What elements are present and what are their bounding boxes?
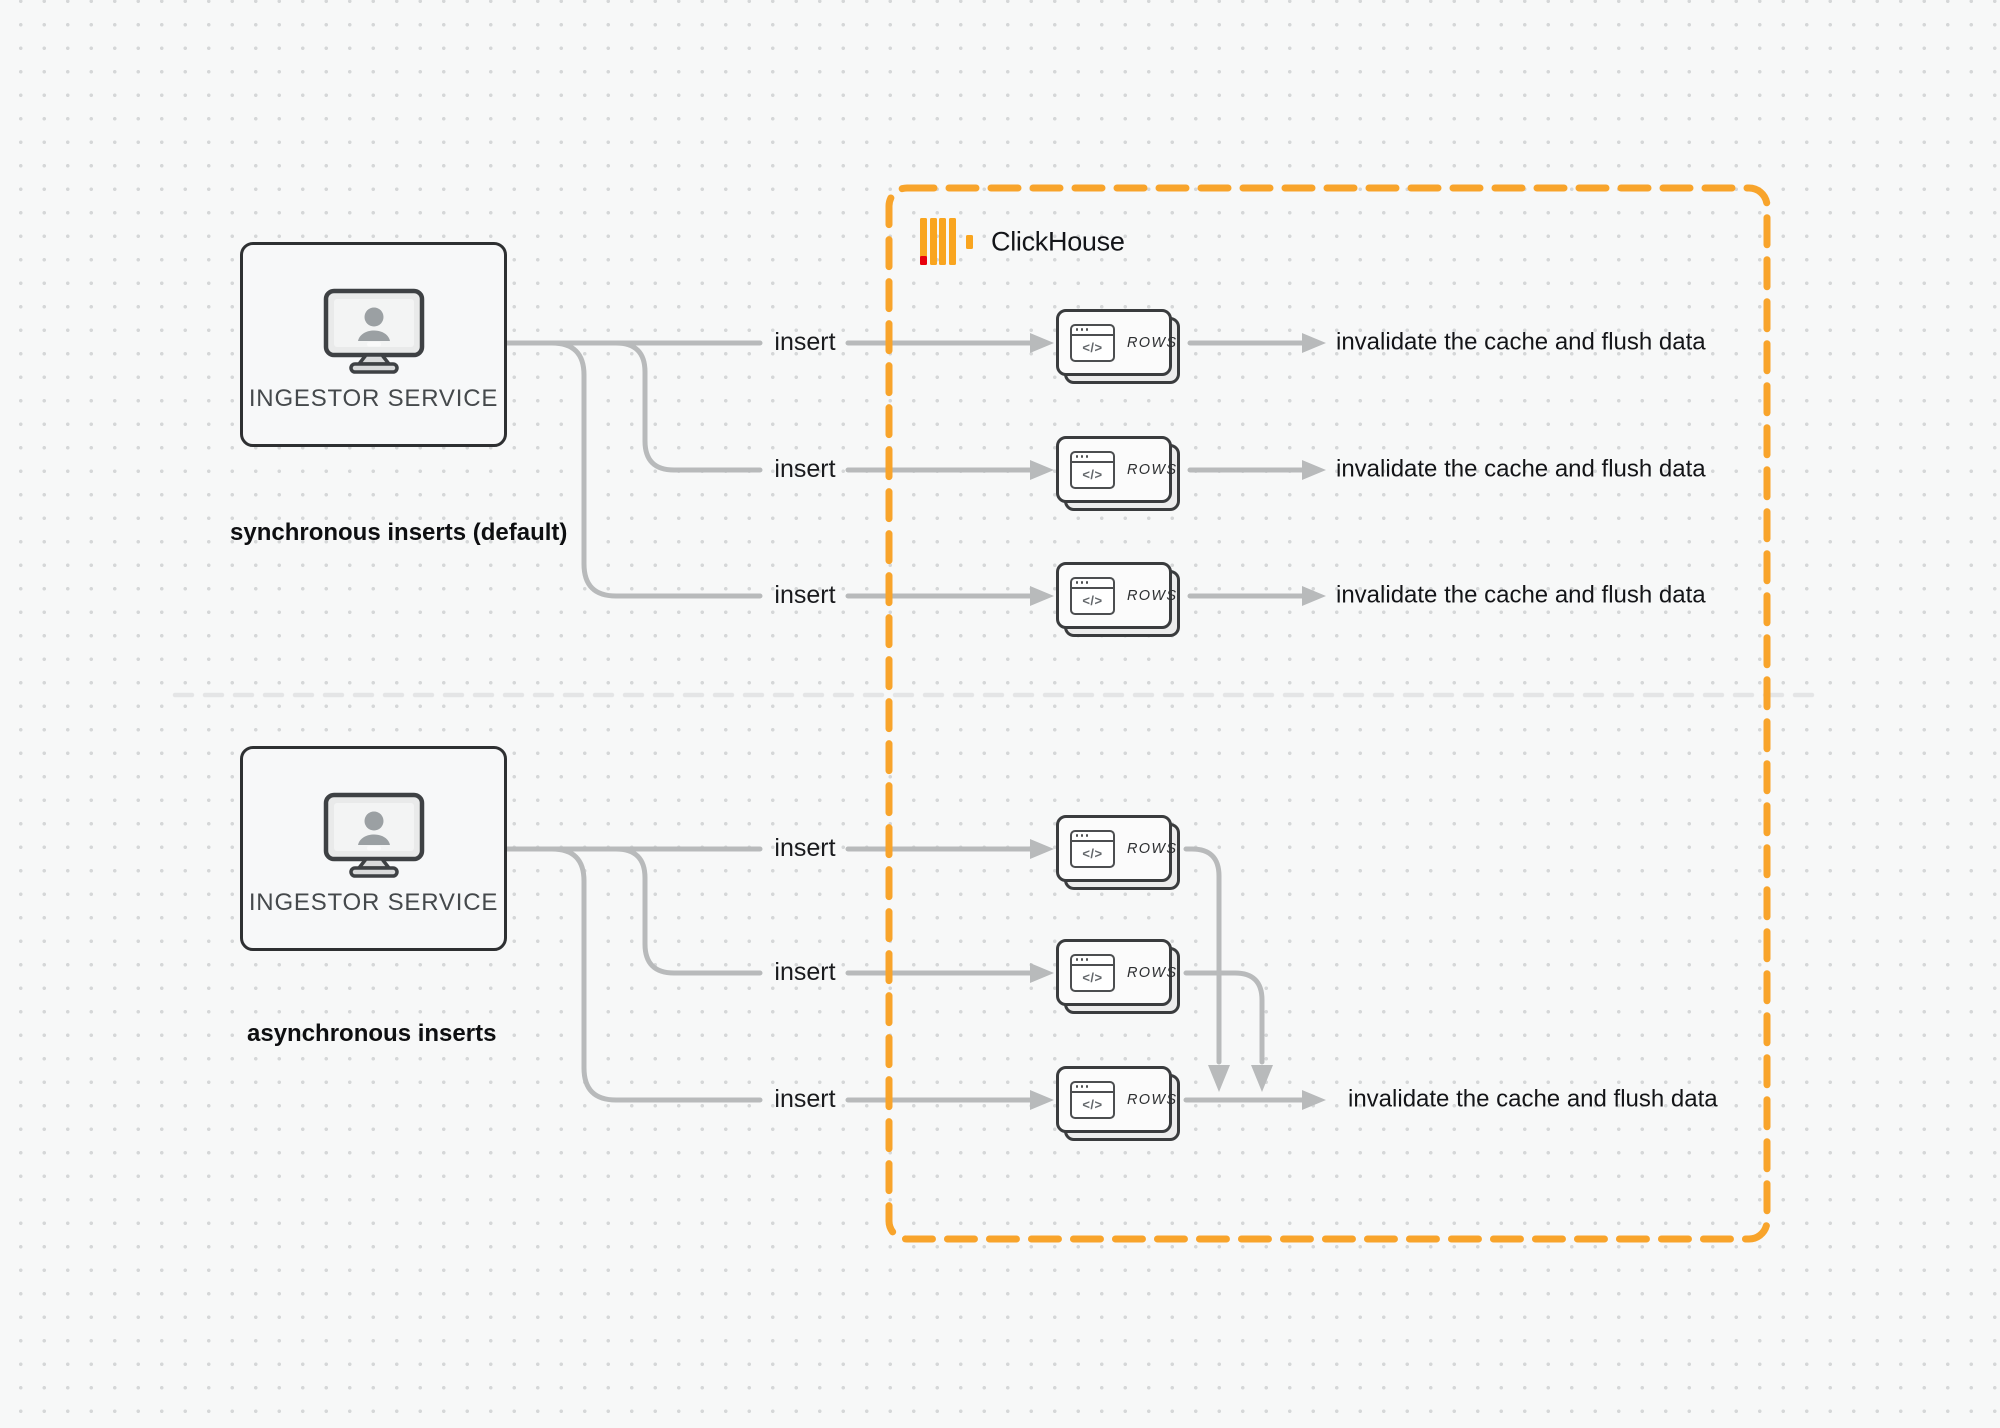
insert-label: insert — [774, 1084, 836, 1113]
monitor-user-icon — [323, 792, 424, 878]
result-label: invalidate the cache and flush data — [1336, 455, 1706, 483]
rows-card-face: </> ROWS — [1056, 815, 1176, 882]
logo-bar — [920, 218, 927, 265]
code-window-icon: </> — [1070, 953, 1115, 992]
code-window-icon: </> — [1070, 323, 1115, 362]
insert-label: insert — [774, 327, 836, 356]
ingestor-service-box-async: INGESTOR SERVICE — [240, 746, 507, 951]
rows-card: </> ROWS — [1056, 815, 1180, 890]
rows-label: ROWS — [1127, 334, 1178, 351]
code-glyph: </> — [1082, 846, 1103, 861]
rows-card-face: </> ROWS — [1056, 1066, 1176, 1133]
insert-label: insert — [774, 833, 836, 862]
rows-card: </> ROWS — [1056, 1066, 1180, 1141]
code-window-icon: </> — [1070, 1080, 1115, 1119]
clickhouse-wordmark: ClickHouse — [991, 226, 1125, 257]
async-connector-lines — [504, 846, 1305, 1103]
code-glyph: </> — [1082, 593, 1103, 608]
rows-card-face: </> ROWS — [1056, 562, 1176, 629]
rows-card: </> ROWS — [1056, 939, 1180, 1014]
rows-label: ROWS — [1127, 964, 1178, 981]
rows-card: </> ROWS — [1056, 562, 1180, 637]
result-label: invalidate the cache and flush data — [1348, 1085, 1718, 1113]
sync-connector-lines — [504, 340, 1305, 599]
clickhouse-logo-icon — [920, 218, 976, 265]
monitor-user-icon — [323, 288, 424, 374]
async-caption: asynchronous inserts — [247, 1020, 497, 1047]
sync-caption: synchronous inserts (default) — [230, 519, 568, 546]
rows-card: </> ROWS — [1056, 436, 1180, 511]
logo-bar — [929, 218, 937, 265]
rows-label: ROWS — [1127, 1091, 1178, 1108]
rows-label: ROWS — [1127, 461, 1178, 478]
insert-label: insert — [774, 580, 836, 609]
rows-card: </> ROWS — [1056, 309, 1180, 384]
rows-card-face: </> ROWS — [1056, 309, 1176, 376]
logo-bar — [939, 218, 946, 265]
code-window-icon: </> — [1070, 829, 1115, 868]
code-window-icon: </> — [1070, 450, 1115, 489]
rows-label: ROWS — [1127, 840, 1178, 857]
code-window-icon: </> — [1070, 576, 1115, 615]
insert-label: insert — [774, 957, 836, 986]
code-glyph: </> — [1082, 970, 1103, 985]
result-label: invalidate the cache and flush data — [1336, 581, 1706, 609]
logo-short-bar — [966, 235, 973, 249]
service-label: INGESTOR SERVICE — [248, 385, 499, 412]
rows-label: ROWS — [1127, 587, 1178, 604]
ingestor-service-box-sync: INGESTOR SERVICE — [240, 242, 507, 447]
service-label: INGESTOR SERVICE — [248, 889, 499, 916]
async-arrowheads — [1030, 839, 1326, 1110]
logo-bar — [948, 218, 956, 265]
result-label: invalidate the cache and flush data — [1336, 328, 1706, 356]
rows-card-face: </> ROWS — [1056, 939, 1176, 1006]
sync-arrowheads — [1030, 333, 1326, 606]
code-glyph: </> — [1082, 340, 1103, 355]
logo-red-accent — [920, 256, 927, 265]
code-glyph: </> — [1082, 1097, 1103, 1112]
rows-card-face: </> ROWS — [1056, 436, 1176, 503]
insert-label: insert — [774, 454, 836, 483]
code-glyph: </> — [1082, 467, 1103, 482]
clickhouse-boundary-dashed-box — [885, 184, 1771, 1243]
